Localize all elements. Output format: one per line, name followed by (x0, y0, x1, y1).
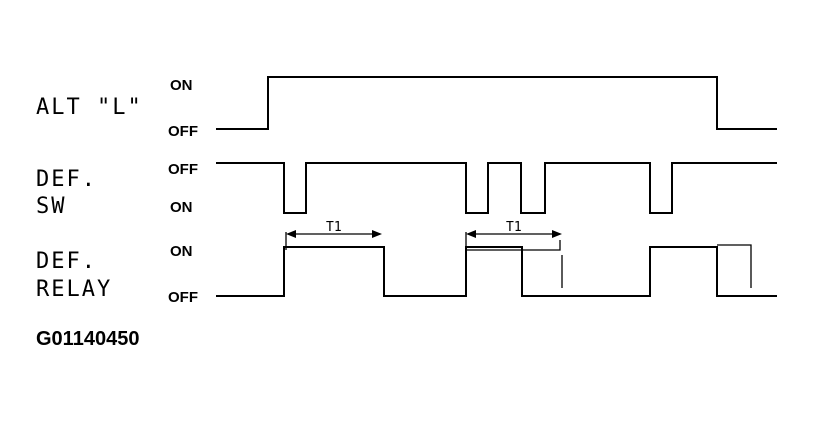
signal-name-def-relay-line1: DEF. (36, 249, 97, 274)
def-sw-level-low: ON (170, 199, 193, 216)
t1-label-2: T1 (506, 220, 522, 235)
t1-arrow-head-left-1 (286, 230, 296, 238)
t1-arrow-head-right-1 (372, 230, 382, 238)
signal-name-alt-l: ALT "L" (36, 95, 143, 120)
def-relay-top-extension (717, 244, 752, 288)
t1-label-1: T1 (326, 220, 342, 235)
def-relay-shadow-line-2 (465, 232, 561, 251)
signal-name-def-sw-line1: DEF. (36, 167, 97, 192)
alt-l-waveform (216, 76, 777, 130)
signal-name-def-relay-line2: RELAY (36, 277, 112, 302)
alt-l-level-high: ON (170, 77, 193, 94)
alt-l-level-low: OFF (168, 123, 198, 140)
def-relay-waveform-1 (216, 246, 777, 297)
def-sw-level-high: OFF (168, 161, 198, 178)
t1-arrow-head-left-2 (466, 230, 476, 238)
t1-arrow-head-right-2 (552, 230, 562, 238)
def-sw-waveform (216, 162, 777, 214)
def-relay-level-high: ON (170, 243, 193, 260)
def-relay-level-low: OFF (168, 289, 198, 306)
signal-name-def-sw-line2: SW (36, 194, 67, 219)
figure-id: G01140450 (36, 328, 140, 350)
